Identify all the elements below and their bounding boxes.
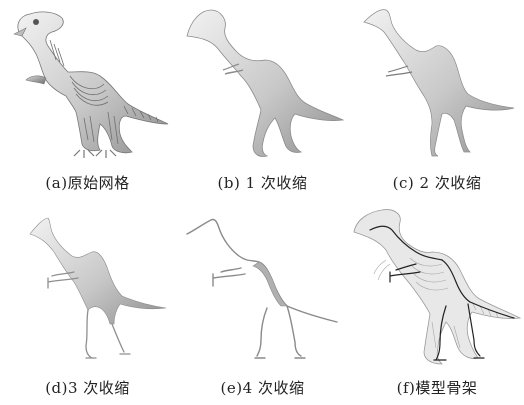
caption-c: (c) 2 次收缩 — [350, 172, 524, 193]
panel-contraction-4: (e)4 次收缩 — [175, 202, 350, 405]
panel-original-mesh: (a)原始网格 — [0, 0, 175, 202]
contraction-4-mesh-image — [175, 202, 350, 372]
model-skeleton-image — [350, 202, 524, 372]
panel-contraction-2: (c) 2 次收缩 — [350, 0, 524, 202]
panel-contraction-3: (d)3 次收缩 — [0, 202, 175, 405]
caption-f: (f)模型骨架 — [350, 377, 524, 398]
caption-a: (a)原始网格 — [0, 172, 175, 193]
dinosaur-skeleton-mesh-image — [0, 0, 175, 170]
contraction-2-mesh-image — [350, 0, 524, 170]
contraction-3-mesh-image — [0, 202, 175, 372]
caption-b: (b) 1 次收缩 — [175, 172, 350, 193]
caption-d: (d)3 次收缩 — [0, 377, 175, 398]
contraction-1-mesh-image — [175, 0, 350, 170]
panel-model-skeleton: (f)模型骨架 — [350, 202, 524, 405]
caption-e: (e)4 次收缩 — [175, 377, 350, 398]
panel-contraction-1: (b) 1 次收缩 — [175, 0, 350, 202]
